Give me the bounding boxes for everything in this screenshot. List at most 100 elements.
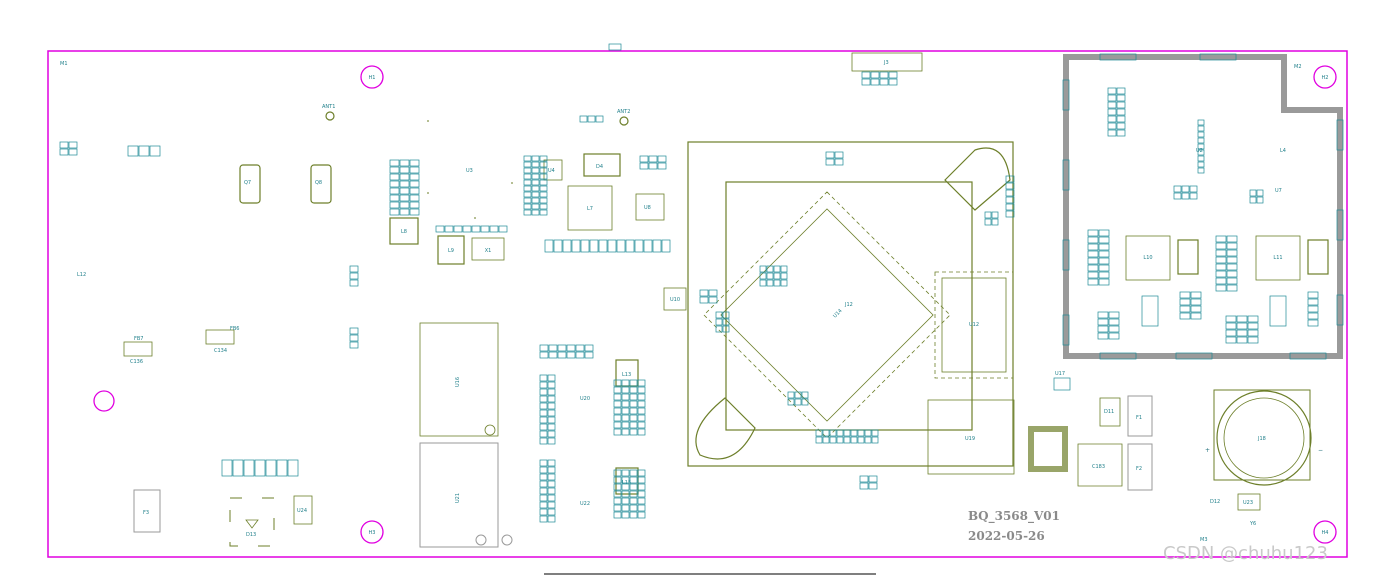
board-outline [47, 50, 1348, 558]
smd-pad [1215, 277, 1227, 285]
smd-pad [759, 272, 767, 280]
smd-pad [629, 407, 638, 415]
smd-pad [531, 197, 540, 204]
smd-pad [553, 239, 563, 253]
ic-u15-keepout [934, 271, 1014, 379]
smd-pad [991, 218, 999, 226]
smd-pad [1107, 115, 1117, 123]
heatsink-corner-bl [695, 397, 756, 460]
smd-pad [59, 141, 69, 149]
smd-pad [1087, 243, 1099, 251]
ferrite-fb6: FB6 C134 [205, 326, 240, 354]
smd-pad [1226, 235, 1238, 243]
smd-pad [1107, 108, 1117, 116]
smd-pad [634, 239, 644, 253]
svg-text:U10: U10 [670, 297, 680, 303]
smd-pad [1226, 256, 1238, 264]
smd-pad [389, 159, 400, 167]
fiducial-hole [93, 390, 115, 412]
wifi-module-u3: U3 [427, 120, 513, 219]
label-u7: U7 [1275, 188, 1282, 194]
smd-pad [637, 421, 646, 429]
smd-pad [637, 393, 646, 401]
svg-text:H4: H4 [1322, 530, 1329, 536]
ic-u12-shield [1141, 295, 1159, 327]
smd-pad [1005, 189, 1015, 197]
label-m3: M3 [1200, 537, 1208, 543]
memory-u21: U21 [419, 442, 513, 548]
smd-pad [566, 344, 576, 352]
smd-pad [1256, 196, 1264, 204]
smd-pad [836, 429, 844, 437]
smd-pad [621, 421, 630, 429]
smd-pad [708, 296, 718, 304]
smd-pad [1215, 249, 1227, 257]
smd-pad [868, 482, 878, 490]
smd-pad [1236, 322, 1248, 330]
smd-pad [787, 391, 795, 399]
smd-pad [1098, 264, 1110, 272]
smd-pad [1087, 264, 1099, 272]
smd-pad [699, 296, 709, 304]
smd-pad [531, 191, 540, 198]
smd-pad [349, 341, 359, 349]
smd-pad [1190, 298, 1202, 306]
smd-pad [613, 393, 622, 401]
smd-pad [1197, 155, 1205, 162]
smd-pad [1087, 229, 1099, 237]
smd-pad [562, 239, 572, 253]
smd-pad [409, 180, 420, 188]
smd-pad [1215, 235, 1227, 243]
smd-pad [621, 379, 630, 387]
smd-pad [409, 173, 420, 181]
smd-pad [629, 469, 638, 477]
smd-pad [1108, 311, 1120, 319]
smd-pad [613, 476, 622, 484]
smd-pad [1190, 291, 1202, 299]
label-l4: L4 [1280, 148, 1286, 154]
smd-pad [254, 459, 266, 477]
smd-pad [575, 351, 585, 359]
smd-pad [861, 78, 871, 86]
smd-pad [539, 487, 548, 495]
smd-pad [607, 239, 617, 253]
smd-pad [629, 511, 638, 519]
mounting-hole-h4: H4 [1313, 520, 1337, 544]
smd-pad [657, 162, 667, 170]
smd-pad [531, 203, 540, 210]
smd-pad [613, 483, 622, 491]
smd-pad [587, 115, 596, 123]
smd-pad [699, 289, 709, 297]
smd-pad [389, 187, 400, 195]
smd-pad [1236, 315, 1248, 323]
capacitor-c183: C183 [1077, 443, 1123, 487]
smd-pad [1098, 250, 1110, 258]
smd-pad [629, 400, 638, 408]
smd-pad [59, 148, 69, 156]
smd-pad [1098, 278, 1110, 286]
smd-pad [1215, 256, 1227, 264]
smd-pad [613, 504, 622, 512]
svg-text:U24: U24 [297, 508, 307, 514]
smd-pad [637, 497, 646, 505]
smd-pad [1225, 329, 1237, 337]
smd-pad [498, 225, 508, 233]
smd-pad [1098, 243, 1110, 251]
smd-pad [399, 159, 410, 167]
smd-pad [1005, 196, 1015, 204]
smd-pad [1249, 189, 1257, 197]
svg-text:F1: F1 [1136, 415, 1142, 421]
inductor-l9: L9 [437, 235, 465, 265]
smd-pad [571, 239, 581, 253]
smd-pad [584, 351, 594, 359]
smd-pad [547, 508, 556, 516]
smd-pad [1236, 329, 1248, 337]
smd-pad [613, 511, 622, 519]
smd-pad [759, 265, 767, 273]
smd-pad [861, 71, 871, 79]
smd-pad [621, 386, 630, 394]
smd-pad [539, 459, 548, 467]
smd-pad [539, 473, 548, 481]
ic-u8: U8 [635, 193, 665, 221]
smd-pad [639, 155, 649, 163]
